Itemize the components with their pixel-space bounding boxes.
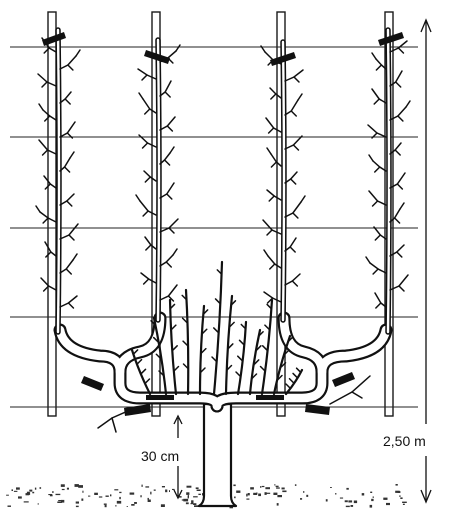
support-stake-1 <box>48 12 56 416</box>
vertical-leader-1 <box>58 30 59 332</box>
tie-center-left <box>146 395 174 400</box>
total-height-label: 2,50 m <box>383 433 426 449</box>
vertical-leaders <box>58 30 389 332</box>
vertical-leader-4 <box>388 30 389 332</box>
fruiting-spurs <box>36 38 410 308</box>
tie-center-right <box>256 395 284 400</box>
vertical-leader-2 <box>158 40 159 320</box>
tree-trunk <box>199 404 236 506</box>
total-height-dimension <box>421 20 431 502</box>
tie-base-right <box>305 404 330 415</box>
tie-arm-left <box>81 376 104 391</box>
tree-arms <box>60 318 386 406</box>
tie-arm-right <box>332 372 355 387</box>
base-height-label: 30 cm <box>141 448 179 464</box>
tie-base-left <box>124 404 151 416</box>
vertical-leader-3 <box>283 42 284 320</box>
